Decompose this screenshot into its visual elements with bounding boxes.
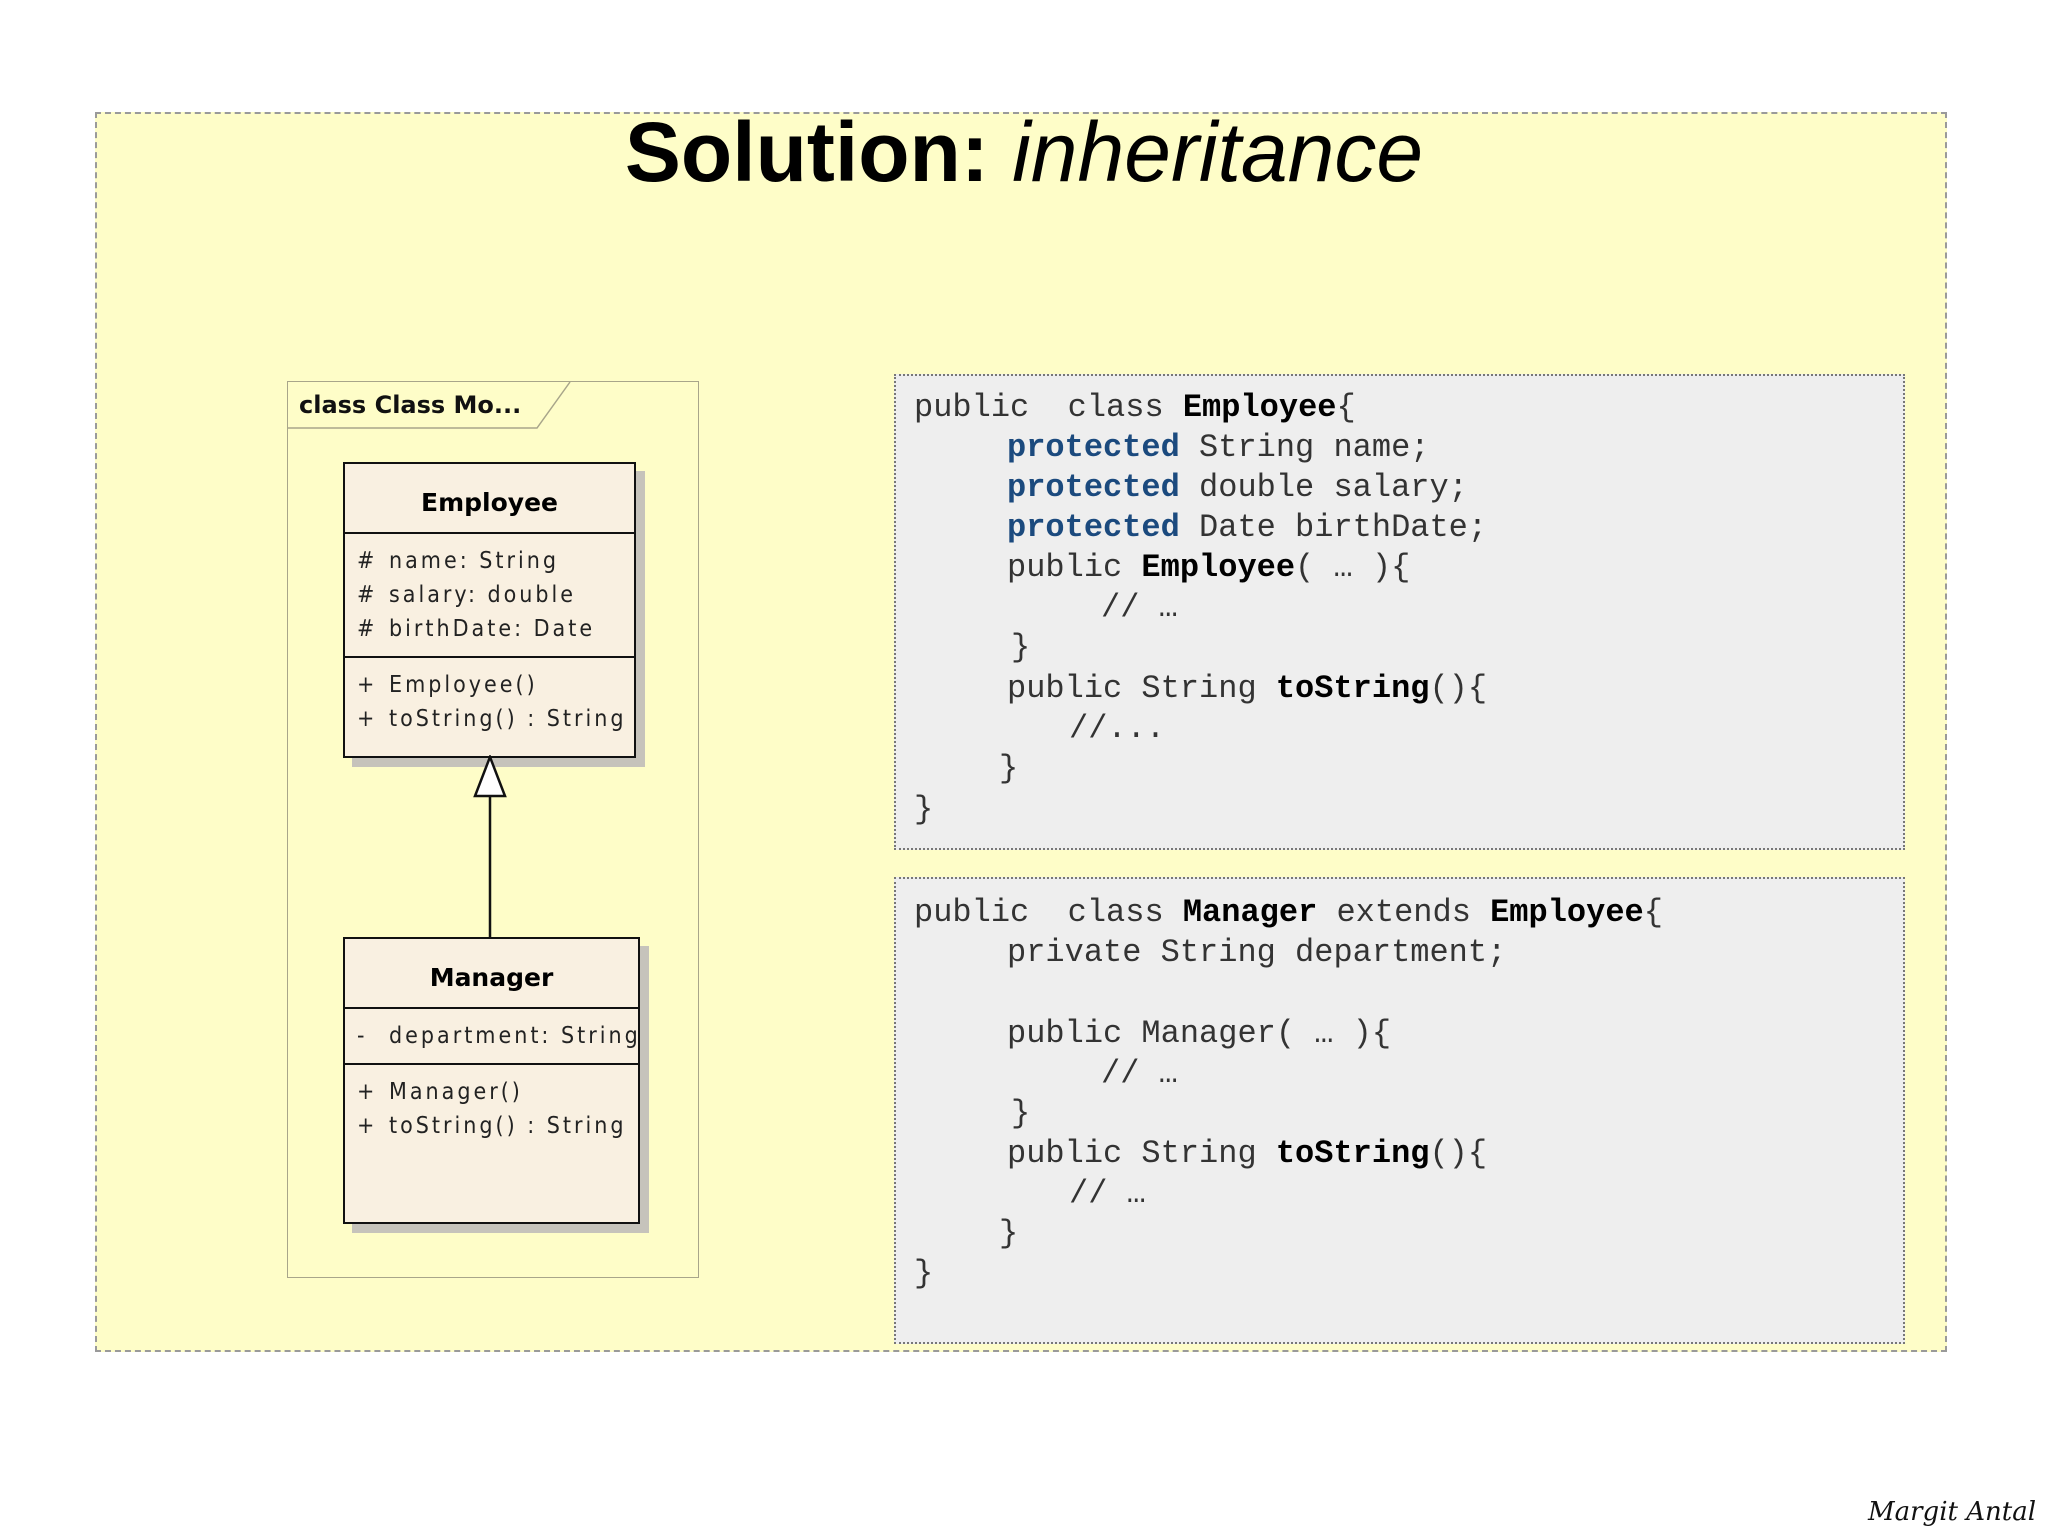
code-line: } <box>914 1255 934 1292</box>
employee-attributes: #name: String #salary: double #birthDate… <box>345 534 634 658</box>
code-line: } <box>914 791 934 828</box>
employee-code-block: public class Employee{ protected String … <box>894 374 1905 850</box>
code-line: public class Employee{ <box>914 389 1356 426</box>
code-line: // … <box>1101 589 1178 626</box>
employee-operation: +Employee() <box>357 672 538 698</box>
code-line: protected double salary; <box>1007 469 1468 506</box>
title-italic: inheritance <box>1012 105 1424 199</box>
code-line: protected Date birthDate; <box>1007 509 1488 546</box>
code-line: public String toString(){ <box>1007 670 1488 707</box>
code-line: } <box>999 1215 1019 1252</box>
code-line: public String toString(){ <box>1007 1135 1488 1172</box>
manager-code-block: public class Manager extends Employee{ p… <box>894 877 1905 1344</box>
employee-attribute: #birthDate: Date <box>357 616 596 642</box>
code-line: public Manager( … ){ <box>1007 1015 1392 1052</box>
employee-class-box: Employee #name: String #salary: double #… <box>343 462 636 758</box>
manager-operation: +toString() : String <box>357 1113 627 1139</box>
employee-class-name: Employee <box>345 464 634 534</box>
code-line: } <box>999 750 1019 787</box>
manager-class-box: Manager -department: String +Manager() +… <box>343 937 640 1224</box>
code-line: // … <box>1101 1055 1178 1092</box>
code-line: public Employee( … ){ <box>1007 549 1411 586</box>
code-line: private String department; <box>1007 934 1507 971</box>
manager-operations: +Manager() +toString() : String <box>345 1065 638 1153</box>
code-line: } <box>1011 629 1031 666</box>
code-line: } <box>1011 1095 1031 1132</box>
slide-title: Solution: inheritance <box>0 110 2048 194</box>
uml-frame-label: class Class Mo... <box>299 391 522 419</box>
manager-class-name: Manager <box>345 939 638 1009</box>
manager-attributes: -department: String <box>345 1009 638 1065</box>
code-line: // … <box>1069 1175 1146 1212</box>
employee-attribute: #salary: double <box>357 582 577 608</box>
code-line: protected String name; <box>1007 429 1430 466</box>
employee-attribute: #name: String <box>357 548 559 574</box>
uml-frame-label-tab <box>287 381 571 429</box>
employee-operation: +toString() : String <box>357 706 627 732</box>
manager-operation: +Manager() <box>357 1079 523 1105</box>
title-bold: Solution: <box>624 105 989 199</box>
code-line: //... <box>1069 710 1166 747</box>
employee-operations: +Employee() +toString() : String <box>345 658 634 746</box>
author-signature: Margit Antal <box>1868 1497 2037 1527</box>
code-line: public class Manager extends Employee{ <box>914 894 1663 931</box>
generalization-arrow <box>473 755 507 937</box>
manager-attribute: -department: String <box>357 1023 641 1049</box>
